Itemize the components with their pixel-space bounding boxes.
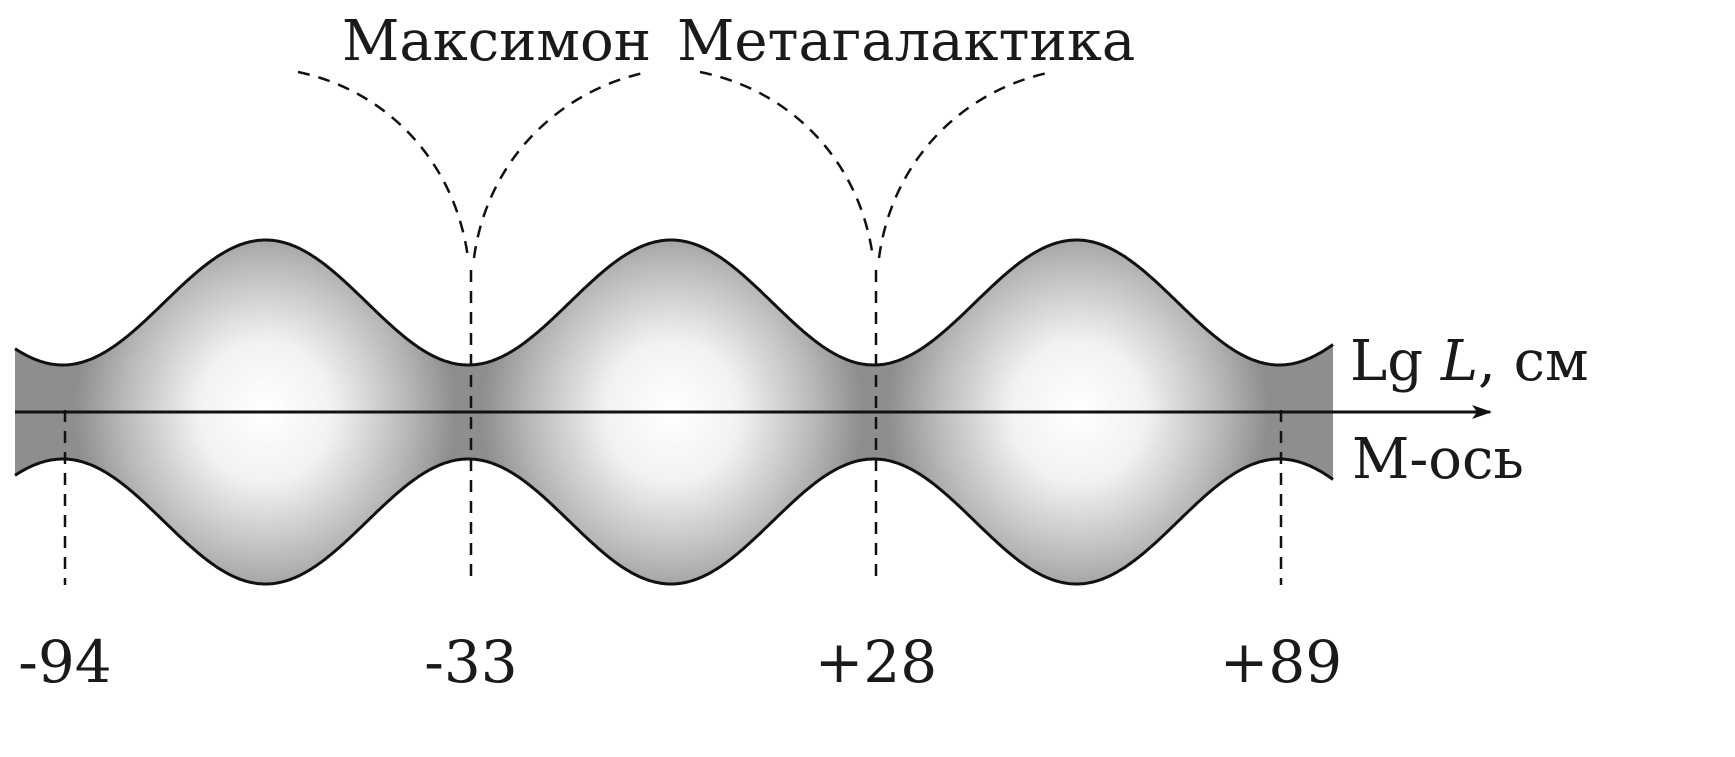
label-maksimon: Максимон	[342, 9, 651, 74]
tick-label-minus-94: -94	[18, 628, 111, 696]
vertical-dashed-lines	[63, 270, 1283, 585]
arc-metagalaktika-right	[877, 70, 1053, 259]
label-metagalaktika: Метагалактика	[677, 9, 1135, 74]
dashed-arcs	[297, 70, 1053, 259]
tick-label-plus-28: +28	[815, 628, 937, 696]
arc-metagalaktika-left	[699, 70, 875, 259]
label-axis-lg: Lg L, см	[1350, 329, 1589, 394]
wave-bottom-curve	[14, 457, 1334, 586]
tick-label-plus-89: +89	[1220, 628, 1342, 696]
arc-maksimon-right	[472, 70, 649, 259]
wave-top-curve	[14, 238, 1334, 367]
arc-maksimon-left	[297, 70, 470, 259]
tick-label-minus-33: -33	[424, 628, 517, 696]
label-axis-m: М-ось	[1352, 427, 1524, 492]
